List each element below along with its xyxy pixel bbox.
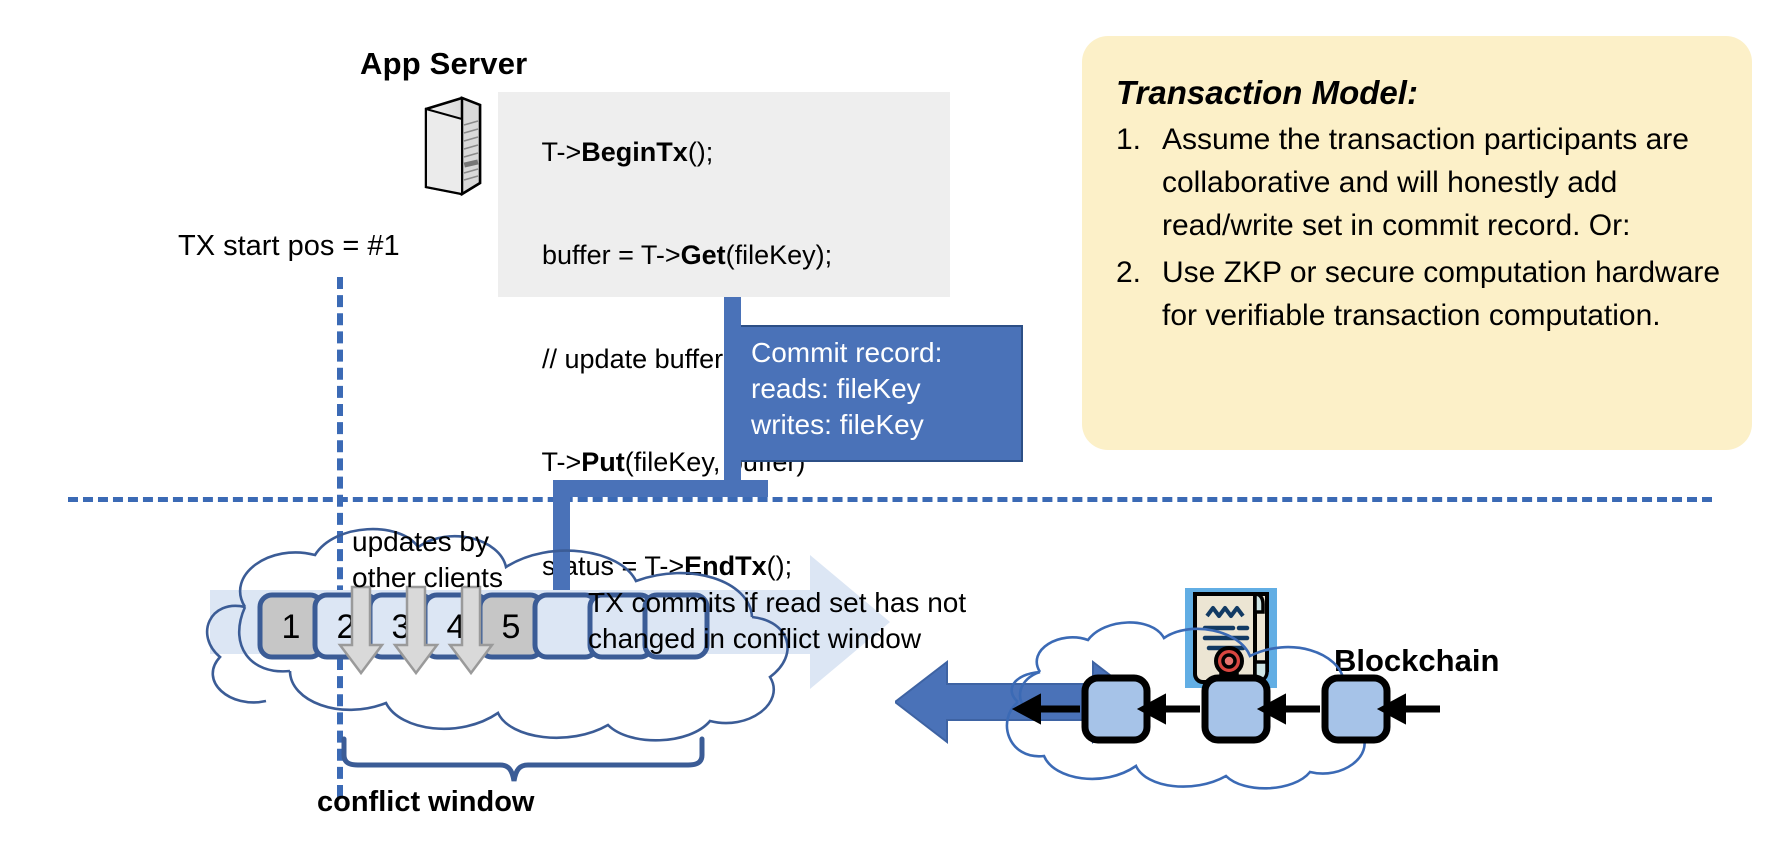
blockchain-link-arrows [1011,693,1440,725]
certificate-icon [1185,588,1277,689]
svg-text:4: 4 [447,608,466,646]
code-text: T-> [541,136,582,167]
horizontal-dashed-divider [68,497,1712,502]
conflict-window-label: conflict window [317,786,535,818]
code-bold: BeginTx [581,136,688,167]
tx-commit-note-line2: changed in conflict window [588,623,922,655]
list-number: 2. [1116,256,1142,289]
ledger-slots: 1 2 3 4 5 [257,592,710,660]
transaction-model-box: Transaction Model: 1. Assume the transac… [1082,36,1752,450]
transaction-model-list: 1. Assume the transaction participants a… [1116,118,1722,337]
transaction-model-item-2: 2. Use ZKP or secure computation hardwar… [1116,251,1722,337]
updates-label-line2: other clients [352,562,503,594]
code-text: // update buffer; [542,343,731,374]
server-icon [422,95,484,199]
code-bold: Put [581,447,625,477]
ledger-cloud-group: 1 2 3 4 5 [205,527,890,742]
other-client-update-arrows [337,585,495,676]
code-line-3: // update buffer; [512,307,950,411]
blockchain-cloud-group [1005,621,1440,790]
commit-record-title: Commit record: [751,337,943,368]
commit-arrow-segment-horizontal [724,480,768,497]
code-snippet-box: T->BeginTx(); buffer = T->Get(fileKey); … [498,92,950,581]
code-line-1: T->BeginTx(); [512,100,950,204]
list-text: Assume the transaction participants are … [1162,123,1689,242]
list-text: Use ZKP or secure computation hardware f… [1162,256,1721,332]
svg-text:2: 2 [337,608,356,646]
updates-label-line1: updates by [352,526,489,557]
svg-text:1: 1 [282,608,301,646]
transaction-model-item-1: 1. Assume the transaction participants a… [1116,118,1722,247]
tx-commit-note-label: TX commits if read set has not changed i… [588,585,966,658]
commit-record-writes: writes: fileKey [751,409,924,440]
code-text: (); [766,550,793,581]
conflict-window-brace [341,736,705,782]
cloud-outline [205,527,789,742]
code-text: (); [687,136,714,167]
blockchain-blocks [1081,674,1391,744]
tx-commit-note-line1: TX commits if read set has not [588,587,967,618]
transaction-model-title: Transaction Model: [1116,74,1418,111]
app-server-title: App Server [360,46,528,81]
code-bold: Get [680,240,726,270]
cloud-outline [1005,621,1377,790]
list-number: 1. [1116,123,1142,156]
code-line-5: status = T->EndTx(); [512,514,950,618]
code-text: buffer = T-> [542,240,681,270]
tx-start-dashed-line [337,277,343,797]
commit-arrow-segment-vertical [724,297,741,497]
commit-record-box: Commit record: reads: fileKey writes: fi… [733,325,1023,462]
code-text: T-> [541,447,582,477]
svg-text:3: 3 [392,608,411,646]
commit-record-reads: reads: fileKey [751,373,921,404]
updates-by-other-clients-label: updates by other clients [352,524,503,597]
tx-start-pos-label: TX start pos = #1 [178,230,400,262]
svg-text:5: 5 [502,608,521,646]
code-line-2: buffer = T->Get(fileKey); [512,204,950,308]
blockchain-label: Blockchain [1334,643,1500,678]
code-text: (fileKey); [725,240,833,270]
